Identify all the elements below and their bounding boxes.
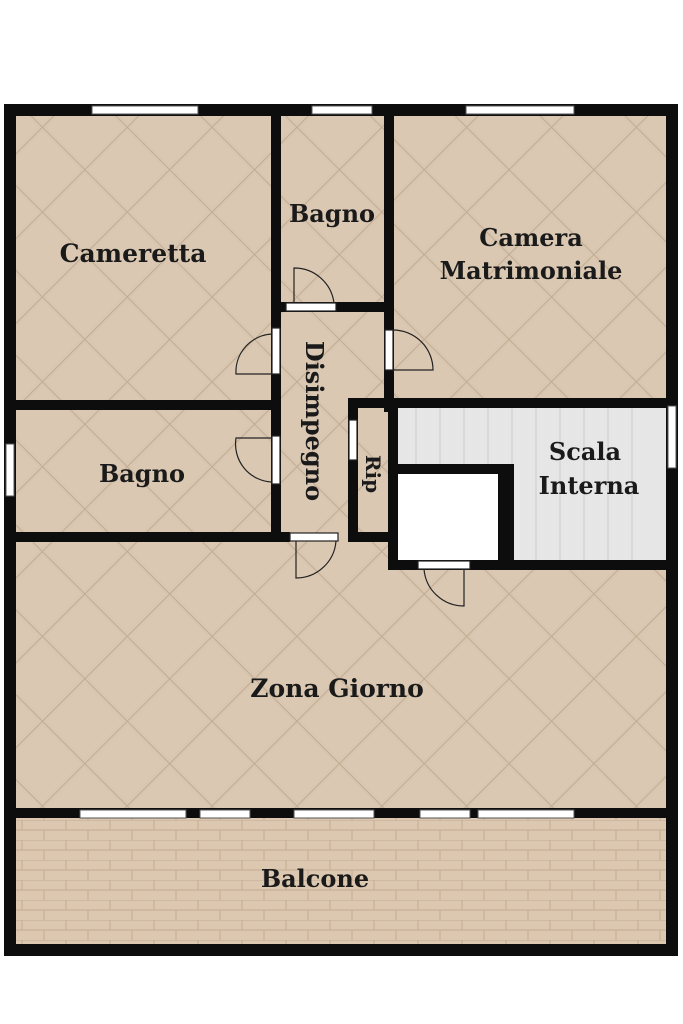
doors: [234, 267, 471, 607]
label-balcone: Balcone: [261, 864, 369, 893]
label-camera-line2: Matrimoniale: [440, 256, 623, 285]
label-cameretta: Cameretta: [60, 239, 207, 268]
label-camera-line1: Camera: [479, 223, 583, 252]
floor-bagno-top: [276, 114, 388, 308]
label-zona-giorno: Zona Giorno: [250, 674, 424, 703]
floor-camera: [388, 114, 668, 406]
label-rip: Rip: [361, 455, 385, 493]
floor-cameretta: [14, 114, 276, 406]
stair-area: [394, 406, 668, 564]
floor-rip: [354, 406, 394, 536]
floor-balcone: [14, 814, 668, 946]
floor-bagno-mid: [14, 406, 276, 538]
label-disimpegno: Disimpegno: [300, 341, 329, 501]
label-scala-line1: Scala: [549, 437, 621, 466]
floors: [14, 114, 668, 946]
label-scala-line2: Interna: [539, 471, 640, 500]
label-bagno-mid: Bagno: [99, 459, 185, 488]
label-bagno-top: Bagno: [289, 199, 375, 228]
floor-zona-giorno: [14, 538, 668, 814]
windows: [5, 105, 677, 819]
